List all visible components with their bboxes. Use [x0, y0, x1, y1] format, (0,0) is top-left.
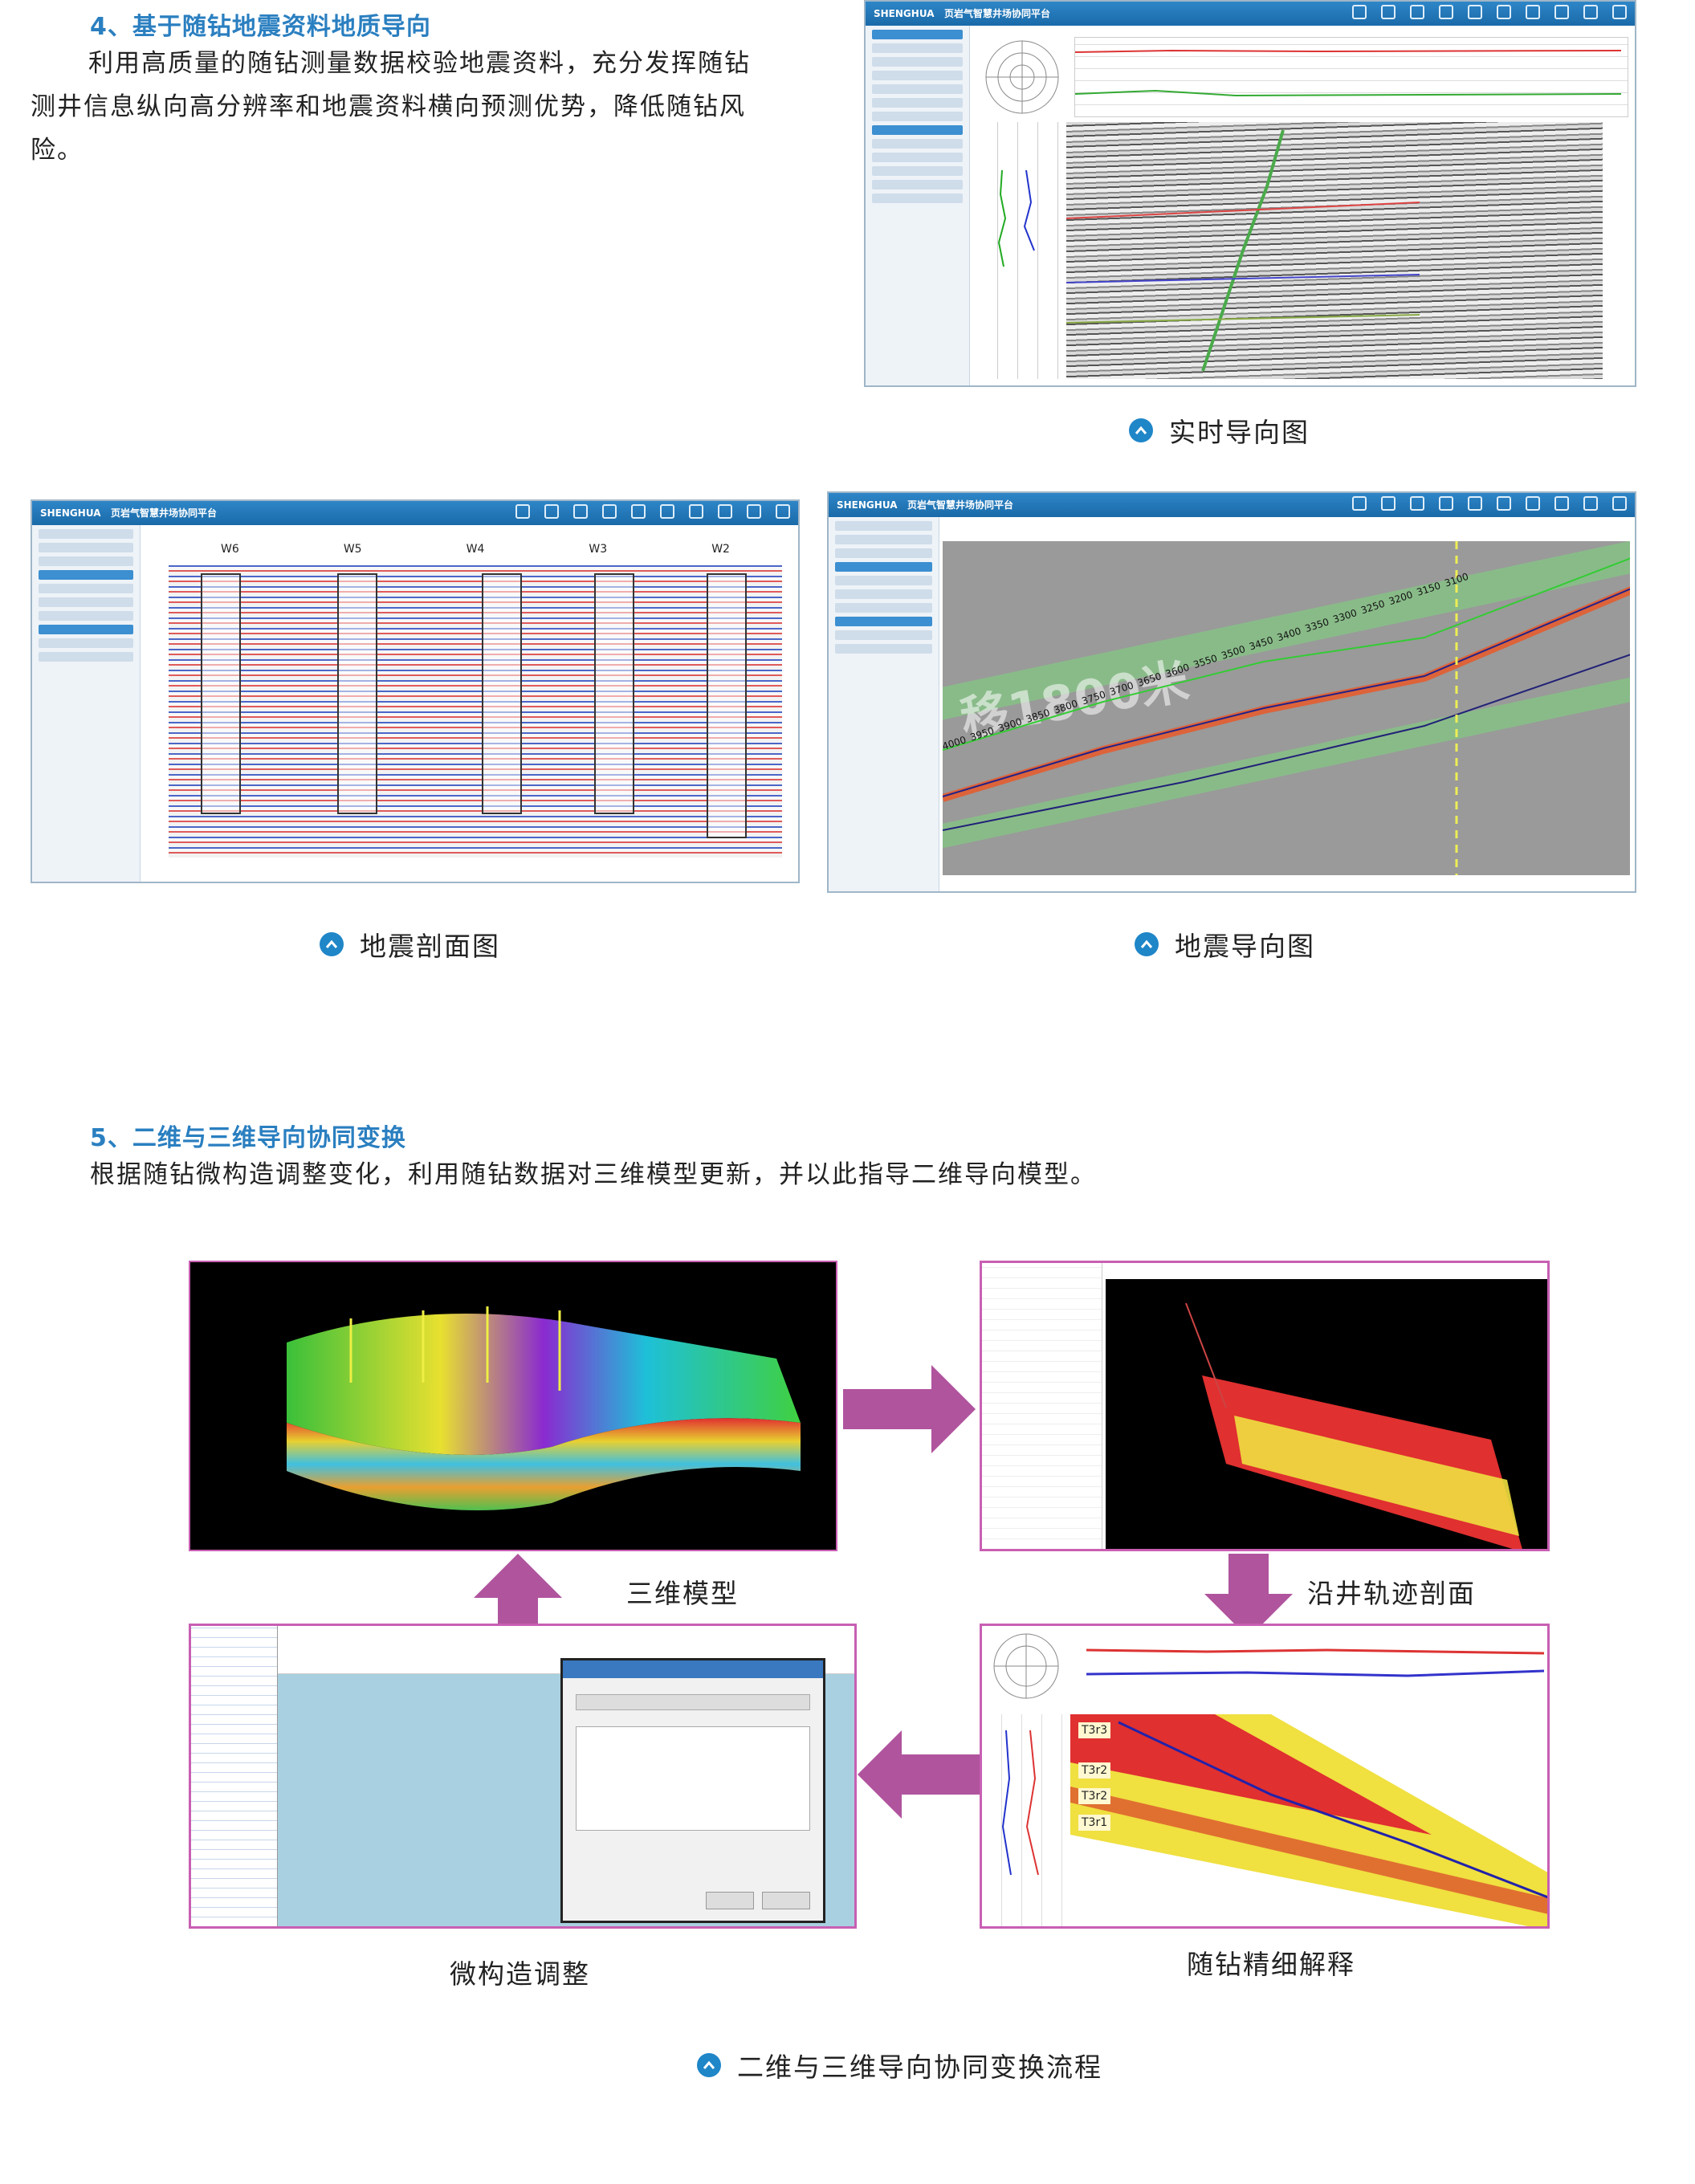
interpretation-section: T3r3 T3r2 T3r2 T3r1: [1070, 1714, 1547, 1926]
well-label: W2: [711, 543, 730, 556]
log-tracks: [978, 122, 1058, 379]
flow-arrow-left: [858, 1730, 986, 1822]
chevron-up-icon: [697, 2053, 721, 2077]
label-micro-adjust: 微构造调整: [450, 1958, 590, 1990]
flow-arrow-down: [1204, 1554, 1293, 1645]
chevron-up-icon: [1129, 418, 1153, 442]
toolbar-icons: [1352, 496, 1627, 511]
section-4-paragraph: 利用高质量的随钻测量数据校验地震资料，充分发挥随钻测井信息纵向高分辨率和地震资料…: [31, 49, 751, 165]
seismic-section-image: [169, 565, 782, 858]
layer-tag: T3r1: [1078, 1815, 1111, 1831]
tree-panel: [982, 1263, 1102, 1549]
app-header: SHENGHUA 页岩气智慧井场协同平台: [32, 501, 798, 525]
chevron-up-icon: [320, 932, 344, 956]
flow-arrow-right: [843, 1365, 980, 1457]
log-tracks: [982, 1714, 1062, 1926]
curve-panel: [1086, 1634, 1545, 1698]
seismic-section-screenshot: SHENGHUA 页岩气智慧井场协同平台 W6 W5 W4 W3 W2: [31, 499, 800, 883]
app-sidebar: [32, 525, 141, 882]
realtime-steering-screenshot: SHENGHUA 页岩气智慧井场协同平台: [864, 0, 1636, 387]
layer-tag: T3r2: [1078, 1762, 1111, 1779]
well-label: W6: [221, 543, 239, 556]
caption-flow: 二维与三维导向协同变换流程: [697, 2046, 1102, 2084]
section-5-title: 5、二维与三维导向协同变换: [90, 1124, 406, 1152]
app-header: SHENGHUA 页岩气智慧井场协同平台: [829, 493, 1635, 517]
seismic-image: [1066, 122, 1603, 379]
toolbar-icons: [1352, 5, 1627, 19]
polar-plot: [978, 37, 1066, 117]
well-label: W3: [589, 543, 608, 556]
app-sidebar: [866, 26, 970, 385]
app-sidebar: [829, 517, 939, 891]
app-title: SHENGHUA 页岩气智慧井场协同平台: [874, 8, 1051, 19]
chevron-up-icon: [1135, 932, 1159, 956]
label-fine-interpretation: 随钻精细解释: [1187, 1949, 1355, 1980]
caption-realtime: 实时导向图: [1129, 411, 1310, 450]
caption-seismic-section: 地震剖面图: [320, 925, 500, 964]
tree-panel: [191, 1626, 278, 1926]
profile-3d-view: [1106, 1279, 1547, 1549]
well-label: W4: [466, 543, 485, 556]
model-3d-image: [189, 1261, 837, 1551]
fine-interpretation-image: T3r3 T3r2 T3r2 T3r1: [980, 1624, 1550, 1929]
well-labels: W6 W5 W4 W3 W2: [169, 543, 782, 562]
layer-tag: T3r3: [1078, 1722, 1111, 1738]
trajectory-profile-image: [980, 1261, 1550, 1551]
steering-image: 移1800米 4050 4000 3950 3900 3850 3800 375…: [943, 541, 1630, 875]
label-trajectory-profile: 沿井轨迹剖面: [1307, 1578, 1476, 1609]
curve-panel: [1074, 37, 1628, 117]
dialog-window: [560, 1658, 825, 1923]
well-label: W5: [343, 543, 362, 556]
label-3d-model: 三维模型: [626, 1578, 739, 1609]
polar-plot: [982, 1626, 1078, 1706]
section-4-title: 4、基于随钻地震资料地质导向: [90, 13, 431, 41]
layer-tag: T3r2: [1078, 1788, 1111, 1804]
seismic-steering-screenshot: SHENGHUA 页岩气智慧井场协同平台 移1800米 4050 4000 39…: [827, 491, 1636, 893]
micro-adjust-image: [189, 1624, 857, 1929]
app-title: SHENGHUA 页岩气智慧井场协同平台: [837, 499, 1014, 511]
caption-seismic-steering: 地震导向图: [1135, 925, 1315, 964]
flow-arrow-up: [474, 1554, 562, 1645]
section-5-paragraph: 根据随钻微构造调整变化，利用随钻数据对三维模型更新，并以此指导二维导向模型。: [90, 1160, 1097, 1189]
app-header: SHENGHUA 页岩气智慧井场协同平台: [866, 2, 1635, 26]
toolbar-icons: [515, 504, 790, 519]
app-title: SHENGHUA 页岩气智慧井场协同平台: [40, 507, 218, 519]
